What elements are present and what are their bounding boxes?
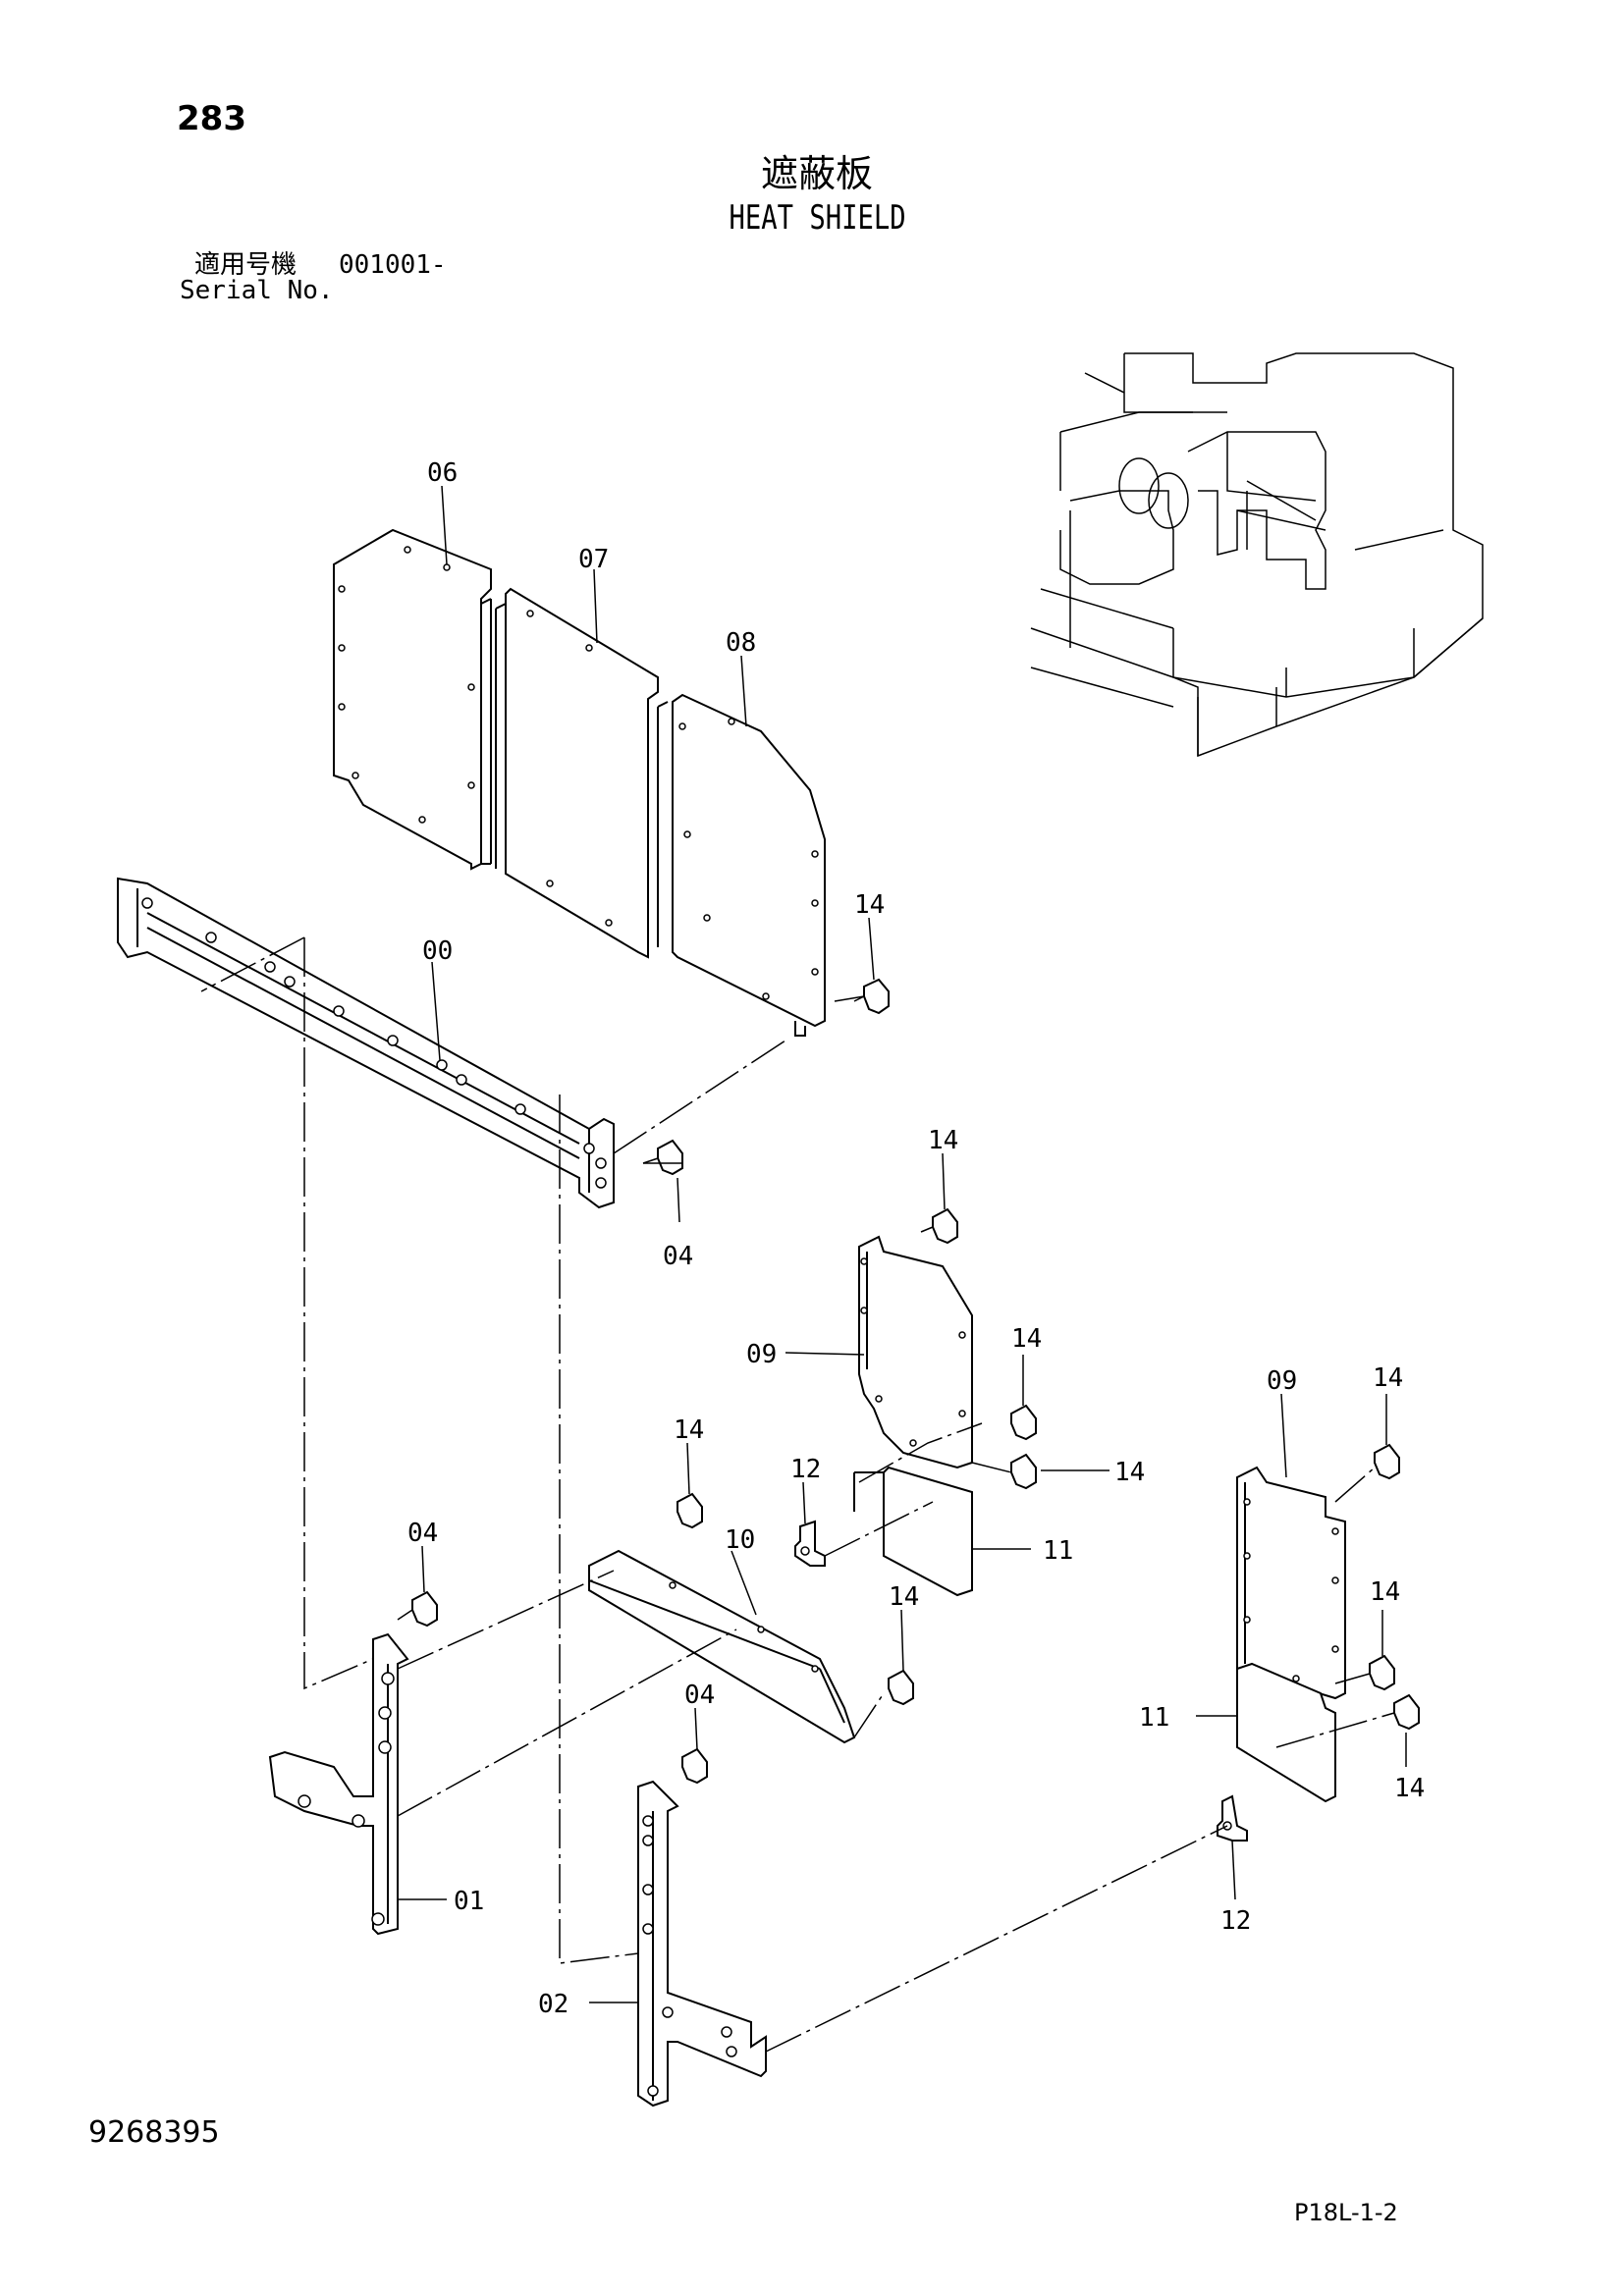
callout-09-a: 09 (746, 1340, 777, 1369)
bolt-14-a (853, 978, 890, 1015)
serial-value: 001001- (339, 250, 447, 280)
bracket-02 (637, 1780, 767, 2108)
panel-09-left (858, 1235, 973, 1469)
callout-14-b: 14 (928, 1126, 958, 1155)
bolt-14-d (1010, 1453, 1037, 1490)
plate-11-right (1236, 1662, 1336, 1803)
bolt-14-g (1374, 1443, 1400, 1480)
callout-14-g: 14 (1373, 1363, 1403, 1393)
callout-11-b: 11 (1139, 1703, 1169, 1733)
callout-02: 02 (538, 1990, 568, 2019)
bracket-01 (268, 1632, 409, 1936)
callout-11-a: 11 (1043, 1536, 1073, 1566)
page-number: 283 (177, 99, 246, 138)
panel-08 (657, 693, 826, 1037)
drawing-number: 9268395 (88, 2115, 220, 2150)
clip-12-right (1217, 1794, 1248, 1842)
callout-10: 10 (725, 1525, 755, 1555)
callout-07: 07 (578, 545, 609, 574)
callout-numbers: 06 07 08 00 14 04 14 09 14 14 12 14 11 1… (407, 458, 1425, 2019)
rail-00 (117, 877, 615, 1209)
callout-leaders (398, 485, 1407, 2003)
callout-14-d: 14 (1114, 1458, 1145, 1487)
callout-06: 06 (427, 458, 458, 488)
callout-14-f: 14 (889, 1582, 919, 1612)
plate-11-left (853, 1466, 973, 1597)
bolt-04-a (642, 1139, 683, 1176)
bolt-04-b (411, 1590, 438, 1628)
callout-01: 01 (454, 1887, 484, 1916)
bolt-14-b (920, 1207, 958, 1245)
callout-14-e: 14 (674, 1415, 704, 1445)
page-code: P18L-1-2 (1294, 2199, 1398, 2226)
callout-14-c: 14 (1011, 1324, 1042, 1354)
bolt-14-f (888, 1669, 914, 1706)
callout-14-i: 14 (1394, 1774, 1425, 1803)
callout-12-b: 12 (1220, 1906, 1251, 1936)
machine-location-inset (1030, 352, 1484, 758)
callout-14-a: 14 (854, 890, 885, 920)
bolt-14-c (1010, 1404, 1037, 1441)
clip-12-left (794, 1520, 826, 1567)
callout-04-b: 04 (407, 1519, 438, 1548)
bolt-14-e (677, 1492, 703, 1529)
bolt-14-i (1393, 1693, 1420, 1731)
callout-12-a: 12 (790, 1455, 821, 1484)
assembly-lines (200, 936, 1395, 2053)
panel-06 (333, 528, 492, 871)
callout-04-a: 04 (663, 1242, 693, 1271)
callout-04-c: 04 (684, 1681, 715, 1710)
shelf-10 (588, 1549, 856, 1744)
page-title-english: HEAT SHIELD (729, 198, 906, 238)
bolt-14-h (1369, 1654, 1395, 1691)
page-title-japanese: 遮蔽板 (760, 152, 873, 195)
callout-09-b: 09 (1267, 1366, 1297, 1396)
callout-14-h: 14 (1370, 1577, 1400, 1607)
callout-00: 00 (422, 936, 453, 966)
callout-08: 08 (726, 628, 756, 658)
bolt-04-c (681, 1747, 708, 1785)
serial-label-japanese: 適用号機 (194, 250, 298, 280)
panel-07 (495, 587, 659, 959)
serial-label-english: Serial No. (180, 276, 334, 305)
